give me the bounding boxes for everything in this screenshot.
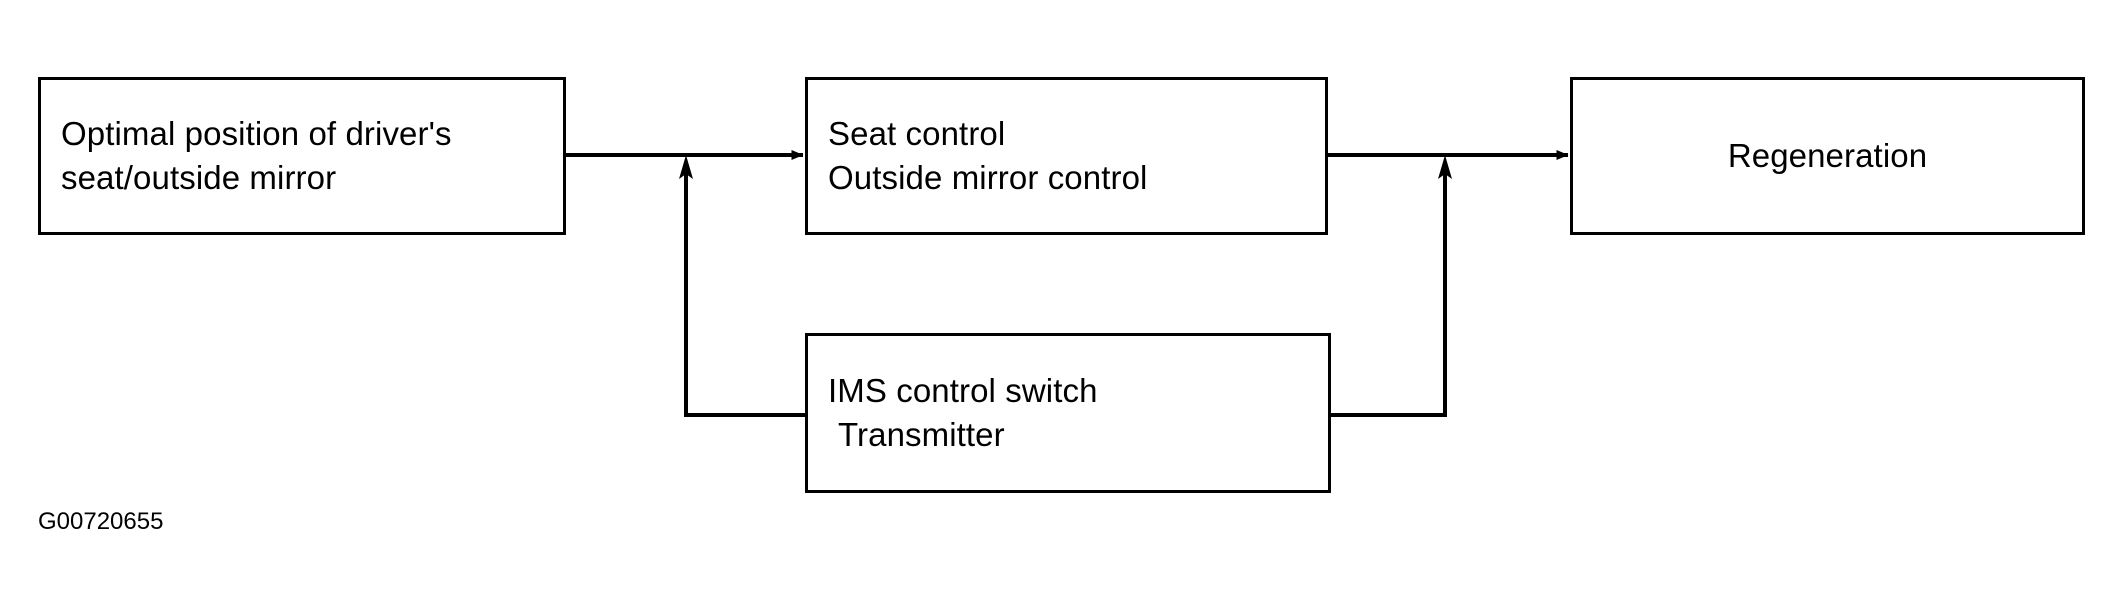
node-regeneration-line-1: Regeneration (1727, 137, 1928, 175)
node-ims-control-switch-line-1: IMS control switch (828, 372, 1098, 410)
node-ims-control-switch-line-2: Transmitter (838, 416, 1005, 453)
node-ims-control-switch: IMS control switch Transmitter (805, 333, 1331, 493)
node-seat-control-line-2: Outside mirror control (828, 159, 1148, 196)
node-optimal-position: Optimal position of driver's seat/outsid… (38, 77, 566, 235)
node-optimal-position-line-2: seat/outside mirror (61, 159, 337, 196)
connector-ims-switch-to-regeneration-link (1331, 155, 1452, 417)
node-regeneration: Regeneration (1570, 77, 2085, 235)
node-seat-control-line-1: Seat control (828, 115, 1006, 153)
node-seat-control: Seat control Outside mirror control (805, 77, 1328, 235)
figure-caption: G00720655 (38, 508, 164, 535)
connector-ims-switch-to-seat-control (679, 155, 805, 417)
node-optimal-position-line-1: Optimal position of driver's (61, 115, 452, 153)
